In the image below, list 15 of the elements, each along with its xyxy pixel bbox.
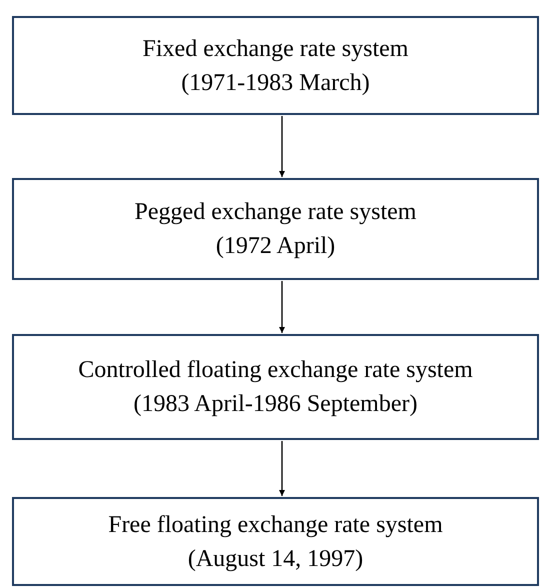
period-text: (August 14, 1997) [188,544,364,574]
process-box [12,334,539,440]
system-name: Free floating exchange rate system [108,510,443,540]
process-box [12,16,539,115]
system-name: Controlled floating exchange rate system [78,356,473,385]
system-name: Fixed exchange rate system [142,34,408,64]
process-box [12,497,539,586]
arrow [279,116,285,177]
period-text: (1972 April) [216,232,336,261]
system-name: Pegged exchange rate system [134,198,416,227]
arrow [279,281,285,333]
arrow [279,441,285,496]
process-box [12,178,539,280]
period-text: (1971-1983 March) [181,68,370,98]
period-text: (1983 April-1986 September) [134,390,418,419]
